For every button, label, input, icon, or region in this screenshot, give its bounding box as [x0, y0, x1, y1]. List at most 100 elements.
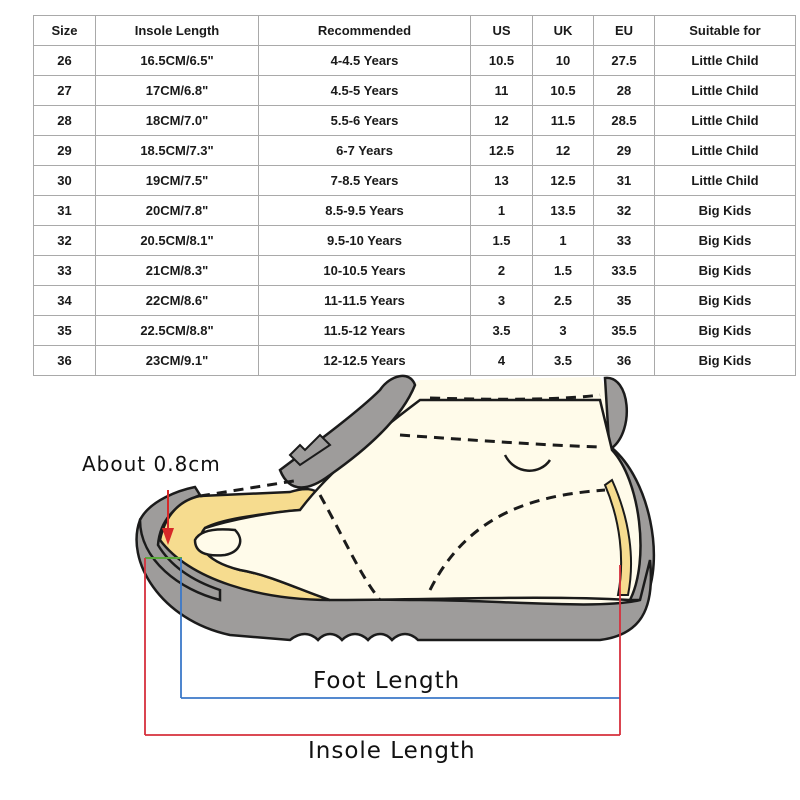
cell-eu-size: 36 — [593, 345, 655, 376]
cell-recommended-age: 8.5-9.5 Years — [258, 195, 471, 226]
cell-uk-size: 12 — [532, 135, 594, 166]
cell-size: 32 — [33, 225, 96, 256]
cell-size: 35 — [33, 315, 96, 346]
cell-us-size: 4 — [470, 345, 533, 376]
cell-uk-size: 1.5 — [532, 255, 594, 286]
cell-insole-length: 23CM/9.1" — [95, 345, 259, 376]
cell-uk-size: 10.5 — [532, 75, 594, 106]
cell-us-size: 1 — [470, 195, 533, 226]
cell-recommended-age: 7-8.5 Years — [258, 165, 471, 196]
cell-recommended-age: 11-11.5 Years — [258, 285, 471, 316]
cell-us-size: 11 — [470, 75, 533, 106]
cell-insole-length: 18CM/7.0" — [95, 105, 259, 136]
cell-insole-length: 21CM/8.3" — [95, 255, 259, 286]
cell-uk-size: 11.5 — [532, 105, 594, 136]
cell-recommended-age: 5.5-6 Years — [258, 105, 471, 136]
cell-suitable-for: Big Kids — [654, 285, 796, 316]
insole-length-label: Insole Length — [308, 738, 476, 764]
cell-size: 34 — [33, 285, 96, 316]
cell-recommended-age: 4-4.5 Years — [258, 45, 471, 76]
cell-insole-length: 18.5CM/7.3" — [95, 135, 259, 166]
cell-size: 27 — [33, 75, 96, 106]
cell-insole-length: 20CM/7.8" — [95, 195, 259, 226]
cell-suitable-for: Big Kids — [654, 195, 796, 226]
foot-length-label: Foot Length — [313, 668, 461, 694]
cell-suitable-for: Big Kids — [654, 315, 796, 346]
cell-recommended-age: 9.5-10 Years — [258, 225, 471, 256]
cell-recommended-age: 10-10.5 Years — [258, 255, 471, 286]
cell-eu-size: 35.5 — [593, 315, 655, 346]
cell-size: 26 — [33, 45, 96, 76]
header-recommended: Recommended — [258, 15, 471, 46]
cell-uk-size: 2.5 — [532, 285, 594, 316]
cell-eu-size: 31 — [593, 165, 655, 196]
cell-us-size: 3.5 — [470, 315, 533, 346]
cell-eu-size: 32 — [593, 195, 655, 226]
size-chart-table: Size Insole Length Recommended US UK EU … — [33, 15, 796, 376]
cell-uk-size: 3 — [532, 315, 594, 346]
shoe-fit-illustration — [135, 374, 656, 736]
cell-eu-size: 33 — [593, 225, 655, 256]
cell-recommended-age: 6-7 Years — [258, 135, 471, 166]
cell-suitable-for: Little Child — [654, 165, 796, 196]
cell-size: 29 — [33, 135, 96, 166]
cell-eu-size: 33.5 — [593, 255, 655, 286]
table-header-row: Size Insole Length Recommended US UK EU … — [33, 15, 796, 46]
cell-us-size: 3 — [470, 285, 533, 316]
cell-recommended-age: 4.5-5 Years — [258, 75, 471, 106]
cell-size: 30 — [33, 165, 96, 196]
cell-uk-size: 1 — [532, 225, 594, 256]
cell-suitable-for: Big Kids — [654, 225, 796, 256]
cell-us-size: 13 — [470, 165, 533, 196]
cell-insole-length: 22.5CM/8.8" — [95, 315, 259, 346]
toe-gap-label: About 0.8cm — [82, 452, 221, 476]
cell-us-size: 10.5 — [470, 45, 533, 76]
cell-insole-length: 19CM/7.5" — [95, 165, 259, 196]
cell-suitable-for: Little Child — [654, 45, 796, 76]
cell-eu-size: 29 — [593, 135, 655, 166]
header-eu: EU — [593, 15, 655, 46]
header-us: US — [470, 15, 533, 46]
cell-suitable-for: Little Child — [654, 75, 796, 106]
header-suitable-for: Suitable for — [654, 15, 796, 46]
cell-uk-size: 10 — [532, 45, 594, 76]
cell-eu-size: 27.5 — [593, 45, 655, 76]
header-size: Size — [33, 15, 96, 46]
cell-suitable-for: Big Kids — [654, 255, 796, 286]
shoe-strap — [278, 374, 417, 489]
header-insole-length: Insole Length — [95, 15, 259, 46]
cell-size: 31 — [33, 195, 96, 226]
cell-size: 33 — [33, 255, 96, 286]
cell-uk-size: 3.5 — [532, 345, 594, 376]
cell-insole-length: 16.5CM/6.5" — [95, 45, 259, 76]
cell-suitable-for: Big Kids — [654, 345, 796, 376]
cell-suitable-for: Little Child — [654, 135, 796, 166]
cell-us-size: 2 — [470, 255, 533, 286]
cell-eu-size: 35 — [593, 285, 655, 316]
cell-size: 36 — [33, 345, 96, 376]
cell-insole-length: 22CM/8.6" — [95, 285, 259, 316]
cell-size: 28 — [33, 105, 96, 136]
header-uk: UK — [532, 15, 594, 46]
cell-uk-size: 12.5 — [532, 165, 594, 196]
cell-uk-size: 13.5 — [532, 195, 594, 226]
cell-recommended-age: 11.5-12 Years — [258, 315, 471, 346]
cell-suitable-for: Little Child — [654, 105, 796, 136]
cell-us-size: 12 — [470, 105, 533, 136]
cell-insole-length: 20.5CM/8.1" — [95, 225, 259, 256]
cell-eu-size: 28.5 — [593, 105, 655, 136]
cell-us-size: 1.5 — [470, 225, 533, 256]
cell-us-size: 12.5 — [470, 135, 533, 166]
cell-eu-size: 28 — [593, 75, 655, 106]
